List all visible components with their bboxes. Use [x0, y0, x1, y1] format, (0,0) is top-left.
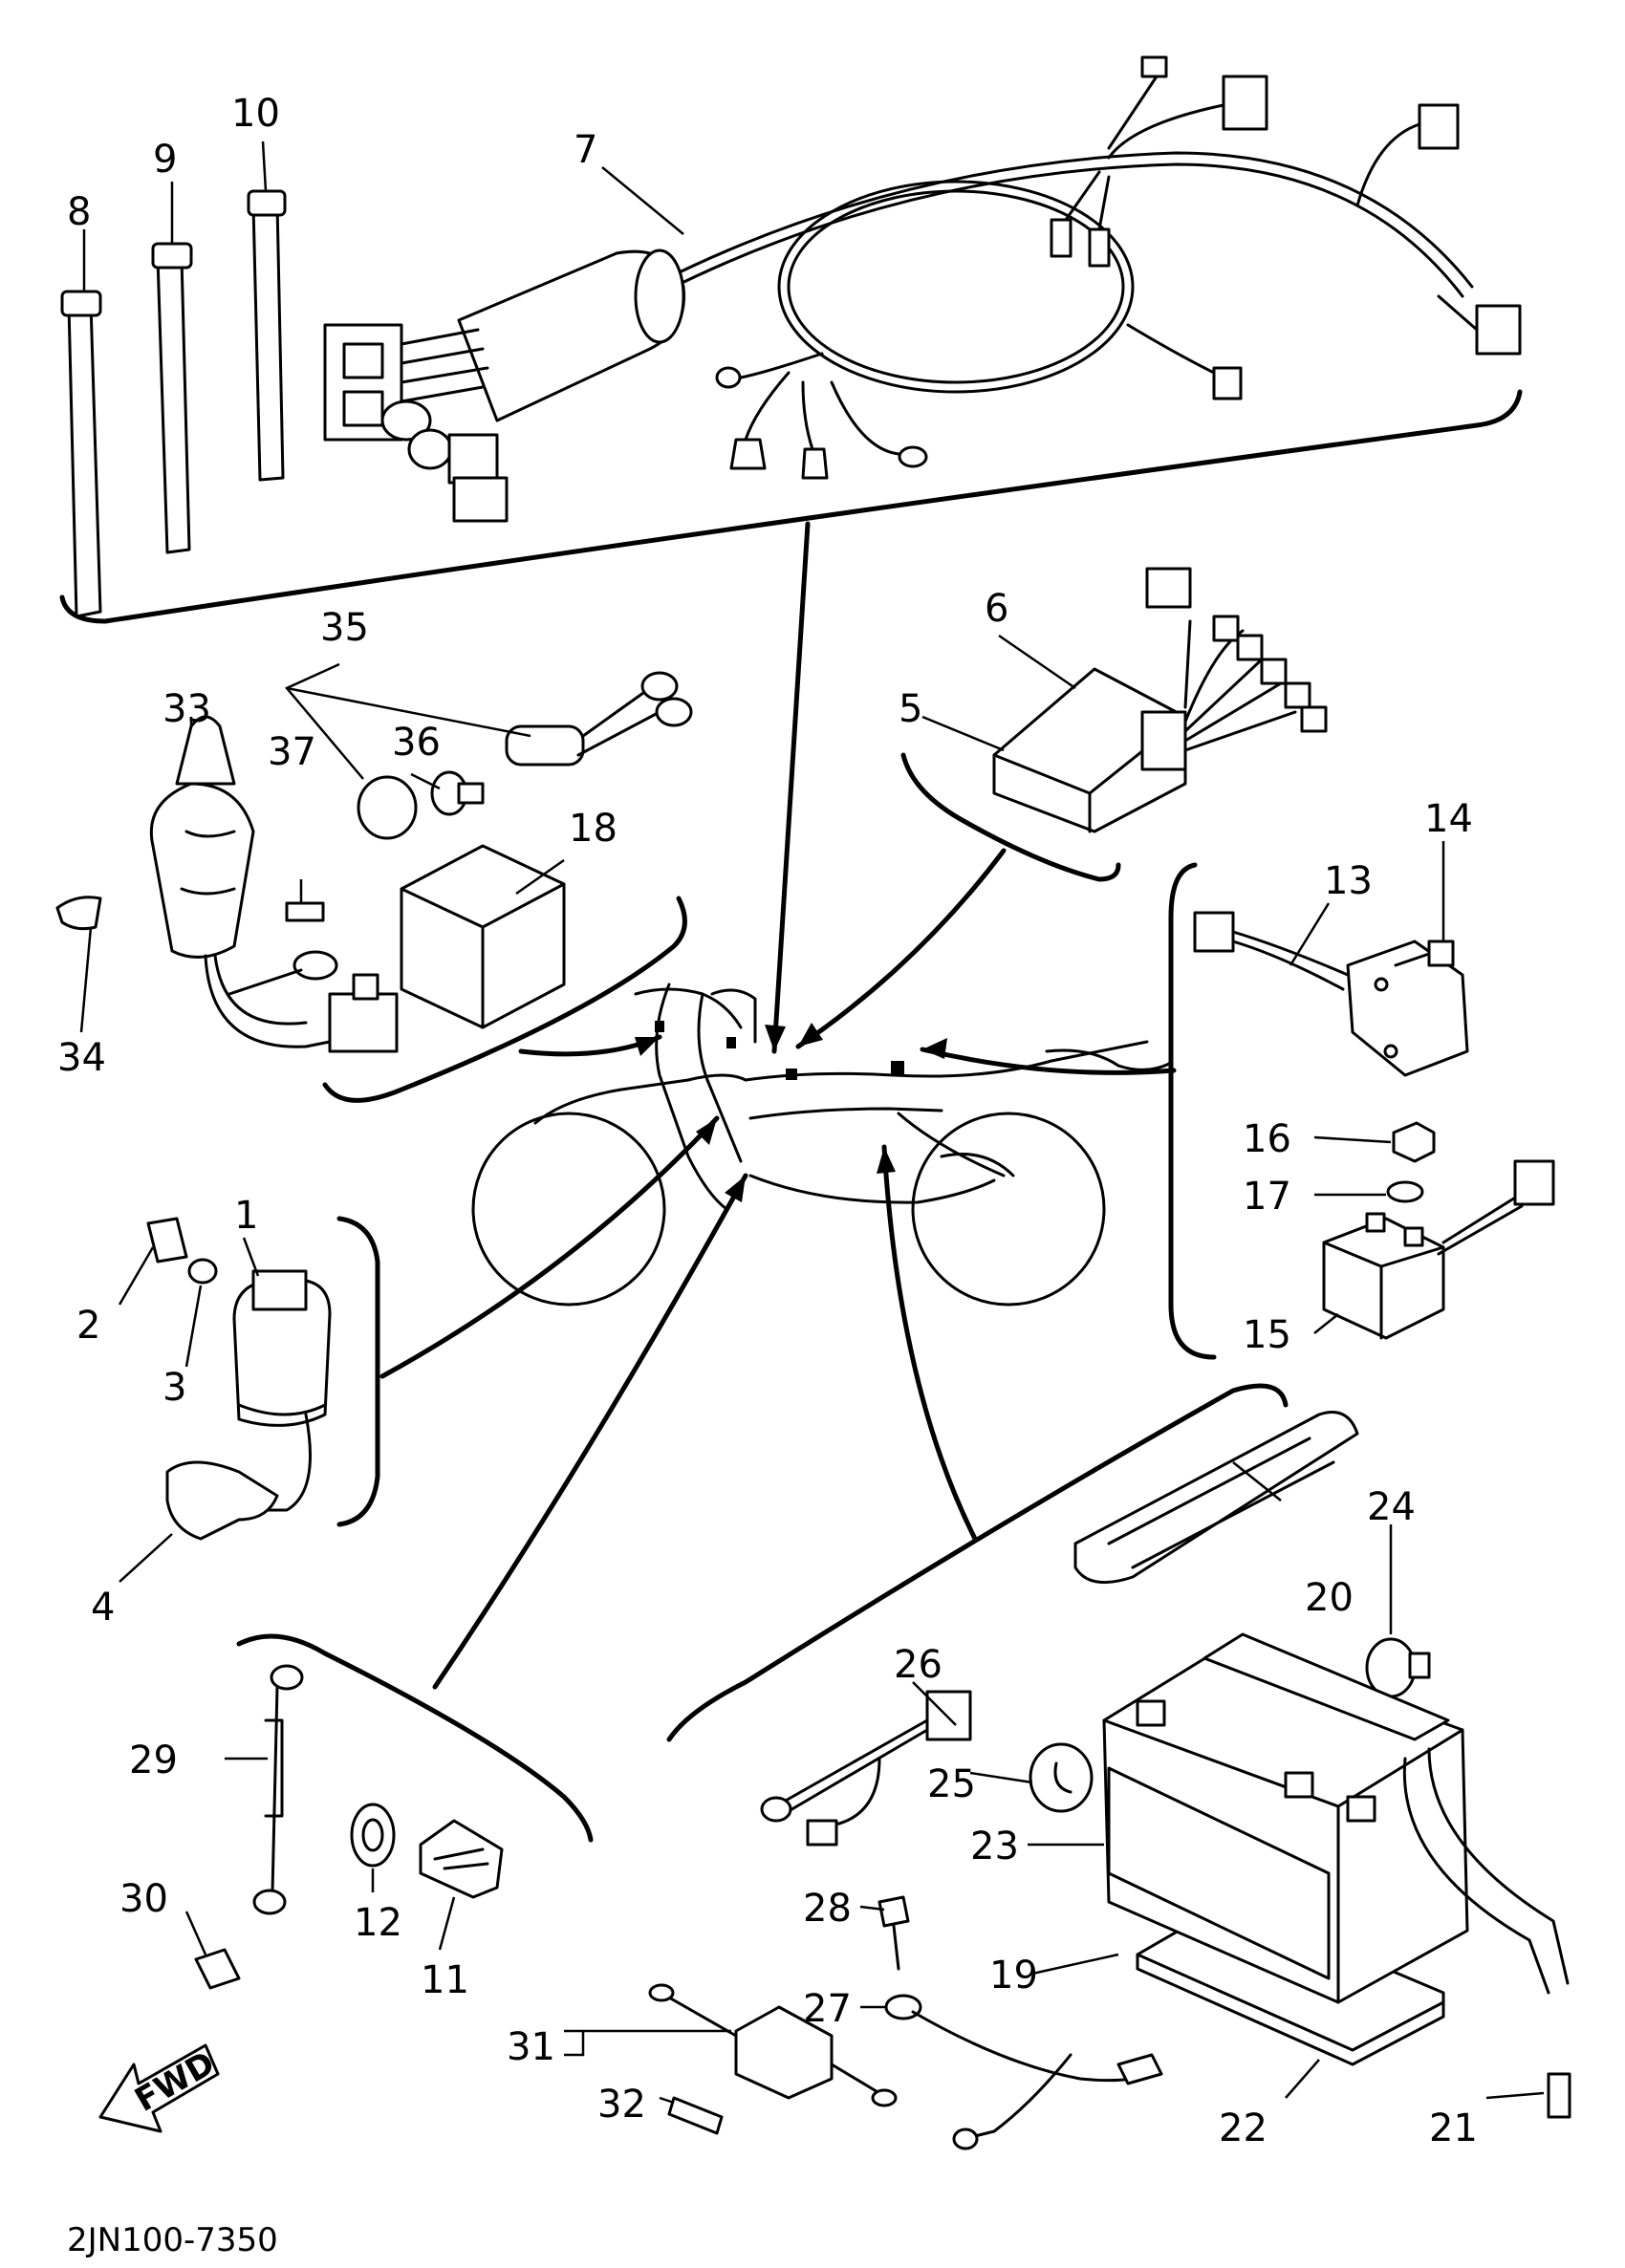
- callout-3: 3: [162, 1366, 186, 1410]
- leader-lines: [79, 140, 1545, 2105]
- callout-24: 24: [1367, 1485, 1416, 1529]
- callout-34: 34: [57, 1036, 106, 1080]
- bracket-lines: [59, 389, 1523, 1843]
- callout-29: 29: [129, 1739, 178, 1782]
- callout-13: 13: [1324, 859, 1373, 903]
- callout-35: 35: [320, 606, 369, 650]
- callout-21: 21: [1429, 2106, 1478, 2150]
- wire-bands: [60, 189, 287, 618]
- fwd-label: FWD: [129, 2044, 222, 2120]
- callout-9: 9: [153, 138, 177, 182]
- part-code: 2JN100-7350: [67, 2221, 278, 2259]
- callout-27: 27: [803, 1987, 852, 2031]
- wire-harness: [323, 55, 1522, 523]
- callout-16: 16: [1243, 1117, 1291, 1161]
- callout-19: 19: [989, 1954, 1038, 1998]
- callout-23: 23: [970, 1825, 1019, 1868]
- callout-30: 30: [119, 1877, 168, 1921]
- callout-15: 15: [1243, 1313, 1291, 1357]
- callout-numbers: 10 9 8 7 6 5 35 36 37 33 18 34 13 14 16 …: [57, 92, 1478, 2150]
- callout-14: 14: [1424, 797, 1473, 841]
- motorcycle-outline: [471, 983, 1173, 1307]
- callout-7: 7: [574, 128, 597, 172]
- callout-18: 18: [569, 807, 618, 851]
- callout-12: 12: [354, 1901, 402, 1945]
- callout-8: 8: [67, 190, 91, 234]
- callout-1: 1: [234, 1194, 258, 1238]
- callout-28: 28: [803, 1887, 852, 1931]
- callout-6: 6: [985, 587, 1008, 631]
- callout-2: 2: [76, 1304, 100, 1348]
- callout-25: 25: [927, 1762, 976, 1806]
- cdi-unit: [992, 567, 1328, 833]
- callout-10: 10: [231, 92, 280, 136]
- callout-11: 11: [421, 1958, 469, 2002]
- ignition-switch-group: [55, 671, 693, 1053]
- battery-group: [648, 1411, 1571, 2150]
- callout-33: 33: [162, 687, 211, 731]
- callout-20: 20: [1305, 1576, 1354, 1620]
- callout-32: 32: [597, 2083, 646, 2127]
- fwd-arrow: FWD: [98, 2043, 222, 2133]
- callout-26: 26: [894, 1643, 942, 1687]
- relay-group: [1193, 911, 1555, 1340]
- callout-31: 31: [507, 2025, 555, 2069]
- callout-36: 36: [392, 721, 441, 765]
- callout-17: 17: [1243, 1175, 1291, 1219]
- callout-5: 5: [899, 687, 922, 731]
- callout-22: 22: [1219, 2106, 1268, 2150]
- callout-4: 4: [91, 1586, 115, 1630]
- sensor-group: [194, 1664, 504, 1990]
- callout-37: 37: [268, 730, 316, 774]
- ignition-coil-group: [146, 1217, 332, 1541]
